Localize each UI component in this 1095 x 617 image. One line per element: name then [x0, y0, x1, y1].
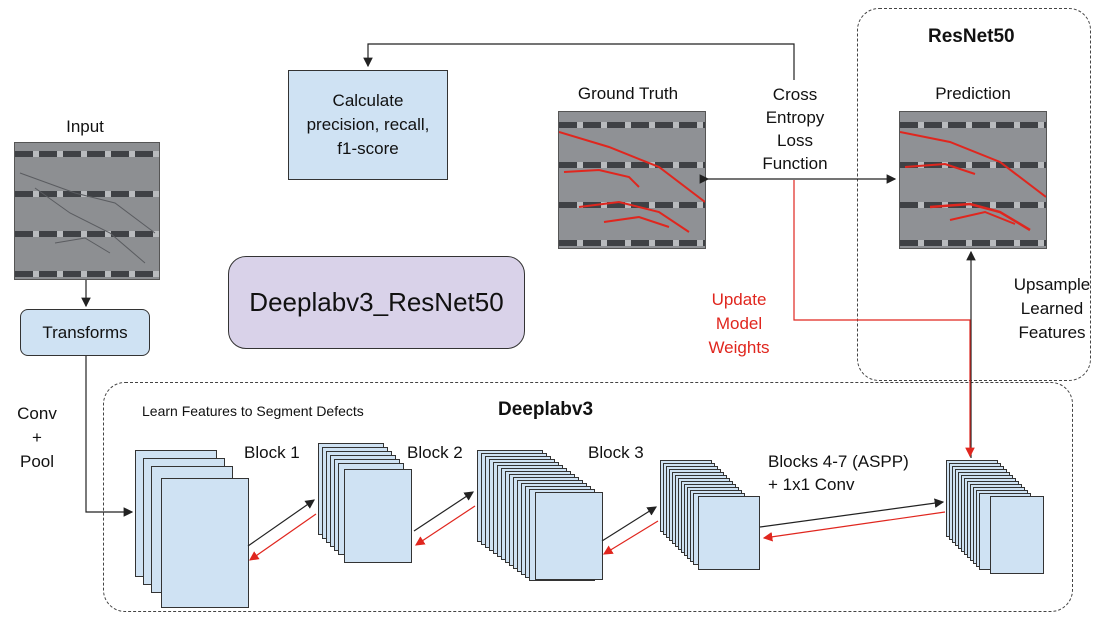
feature-stack-block3 — [660, 460, 760, 570]
arrow-block1-to-block2 — [413, 491, 475, 532]
feature-stack-block2 — [477, 450, 607, 581]
arrow-block2-to-block3 — [601, 506, 658, 542]
transforms-box: Transforms — [20, 309, 150, 356]
upsample-label: Upsample Learned Features — [1013, 275, 1091, 342]
ground-truth-image — [558, 111, 706, 249]
prediction-label: Prediction — [935, 84, 1011, 103]
transforms-label: Transforms — [42, 322, 128, 342]
feature-stack-block47 — [946, 460, 1046, 575]
loss-function-label: Cross Entropy Loss Function — [762, 85, 828, 173]
resnet50-container — [857, 8, 1091, 381]
arrow-loss-to-metrics — [363, 43, 795, 80]
prediction-image — [899, 111, 1047, 249]
deeplabv3-title: Deeplabv3 — [498, 399, 594, 420]
block3-label: Block 3 — [588, 443, 644, 462]
feature-stack-conv — [135, 450, 255, 610]
ground-truth-label: Ground Truth — [577, 84, 679, 103]
metrics-box-label: Calculate precision, recall, f1-score — [306, 91, 430, 158]
arrow-block3-to-block47 — [759, 498, 945, 528]
model-name: Deeplabv3_ResNet50 — [249, 287, 504, 317]
metrics-box: Calculate precision, recall, f1-score — [288, 70, 448, 180]
deeplabv3-container — [103, 382, 1073, 612]
feature-stack-block1 — [318, 443, 418, 563]
block1-label: Block 1 — [244, 443, 300, 462]
arrow-update-weights — [793, 180, 975, 458]
arrow-transforms-to-conv — [85, 356, 134, 517]
block2-label: Block 2 — [407, 443, 463, 462]
arrow-back-block1-to-conv — [249, 513, 317, 561]
resnet50-title: ResNet50 — [928, 26, 1015, 47]
model-name-box: Deeplabv3_ResNet50 — [228, 256, 525, 349]
blocks-4-7-label: Blocks 4-7 (ASPP) + 1x1 Conv — [768, 452, 909, 494]
conv-pool-label: Conv + Pool — [17, 404, 57, 471]
update-weights-label: Update Model Weights — [708, 290, 770, 357]
input-label: Input — [66, 117, 104, 136]
arrow-conv-to-block1 — [247, 499, 315, 547]
arrow-back-block3-to-block2 — [602, 520, 659, 555]
arrow-back-block2-to-block1 — [414, 505, 476, 546]
deeplabv3-subtitle: Learn Features to Segment Defects — [142, 403, 364, 419]
input-image — [14, 142, 160, 280]
arrow-back-block47-to-block3 — [762, 511, 946, 542]
